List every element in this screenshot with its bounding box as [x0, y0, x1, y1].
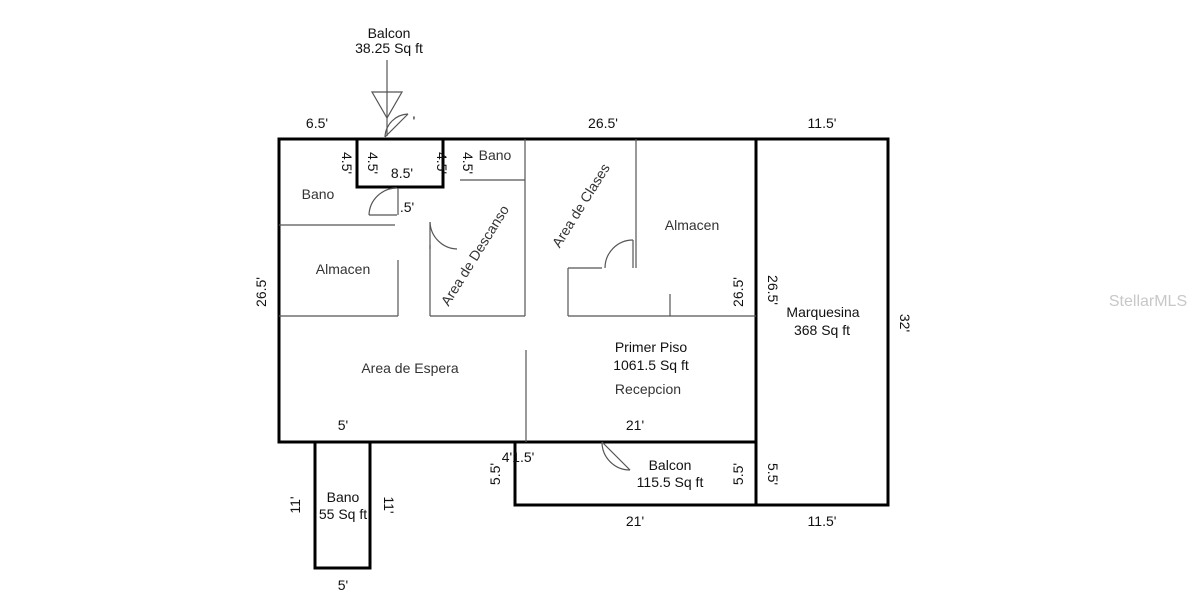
room-balcon-bottom-area: 115.5 Sq ft [637, 474, 704, 490]
dim-marquesina-bottom: 11.5' [808, 513, 837, 529]
dim-right-height: 32' [897, 314, 913, 332]
watermark-logo: StellarMLS [1109, 293, 1187, 310]
room-bano-bottom-area: 55 Sq ft [319, 506, 367, 522]
dim-balcon2-left: 5.5' [487, 463, 503, 485]
dim-door-small: .5' [400, 199, 414, 215]
dim-marquesina-left: 26.5' [765, 275, 781, 305]
room-balcon-bottom: Balcon [649, 457, 692, 473]
room-almacen-left: Almacen [316, 261, 370, 277]
dim-balcon2-right: 5.5' [730, 463, 746, 485]
room-primer-piso: Primer Piso [615, 339, 688, 355]
dim-bano2-bottom: 5' [338, 577, 348, 593]
room-recepcion: Recepcion [615, 381, 681, 397]
dim-top-left: 6.5' [306, 115, 328, 131]
dim-balcon2-bottom: 21' [626, 513, 644, 529]
balcon-top-name: Balcon [368, 25, 411, 41]
room-area-descanso: Area de Descanso [437, 202, 512, 308]
dim-bano2-left: 11' [287, 496, 303, 513]
top-balcony-outline [355, 137, 445, 189]
marquesina-outline [754, 137, 890, 507]
room-bano-bottom: Bano [327, 489, 360, 505]
balcony-arrow-icon [370, 60, 404, 136]
dim-balcon2-outer: 5.5' [765, 463, 781, 485]
room-almacen-right: Almacen [665, 217, 719, 233]
room-area-clases: Area de Clases [549, 161, 613, 251]
dim-balcony-inner-right: 4.5' [434, 152, 450, 174]
dim-top-right: 11.5' [808, 115, 837, 131]
room-marquesina-area: 368 Sq ft [794, 322, 850, 338]
room-area-espera: Area de Espera [361, 360, 458, 376]
door-swings [368, 113, 634, 471]
room-bano-top: Bano [479, 147, 512, 163]
dim-bottom-mid: 21' [626, 417, 644, 433]
dim-left-height: 26.5' [253, 277, 269, 307]
dim-mid-height: 26.5' [730, 277, 746, 307]
dim-balcony-inner-left: 4.5' [365, 152, 381, 174]
dim-balcony-width: 8.5' [391, 165, 413, 181]
main-floor-outline [277, 137, 758, 444]
bottom-balcony-outline [513, 442, 756, 507]
room-marquesina: Marquesina [786, 304, 859, 320]
dim-balcony-left: 4.5' [339, 152, 355, 174]
dim-bano2-right: 11' [381, 496, 397, 513]
dim-door-tick: ' [413, 113, 416, 129]
dim-balcon2-offset: 4'1.5' [502, 449, 535, 465]
dim-top-mid: 26.5' [588, 115, 618, 131]
bottom-bano-outline [313, 440, 372, 570]
interior-walls [279, 139, 756, 442]
room-bano-left: Bano [302, 186, 335, 202]
balcon-top-area: 38.25 Sq ft [355, 40, 423, 56]
room-primer-piso-area: 1061.5 Sq ft [613, 357, 689, 373]
dim-bottom-left: 5' [338, 417, 348, 433]
dim-balcony-right: 4.5' [460, 152, 476, 174]
